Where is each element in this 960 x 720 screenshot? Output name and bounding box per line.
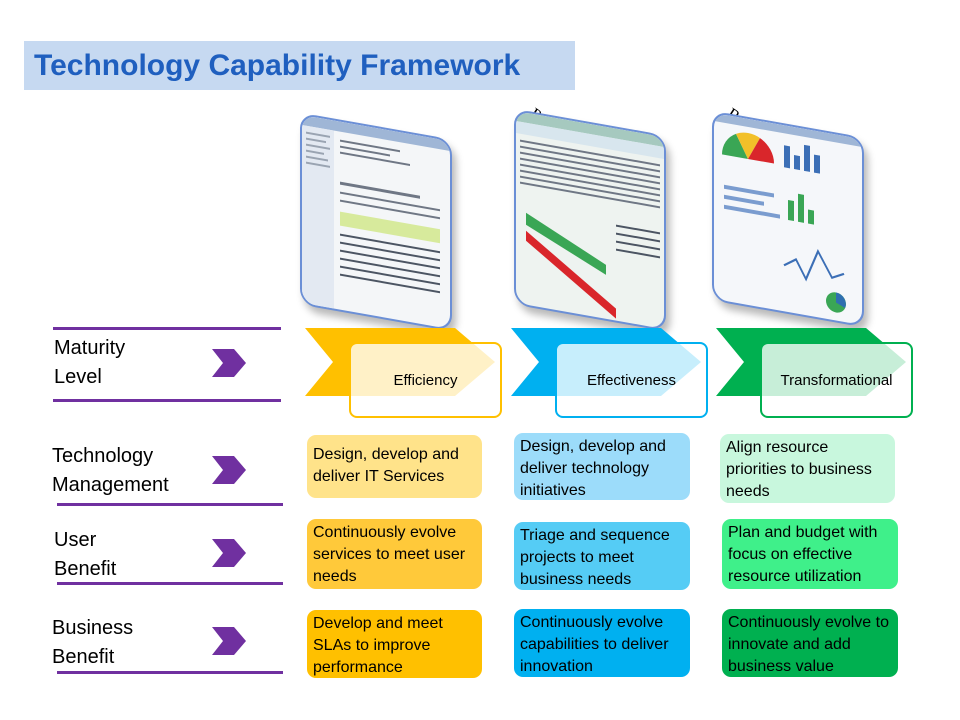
cell-user-benefit-project: Triage and sequence projects to meet bus…: [514, 522, 690, 590]
divider-line: [57, 503, 283, 506]
level-transformational: Transformational: [760, 342, 913, 418]
row-label-user-benefit: User Benefit: [54, 529, 117, 580]
chevron-right-icon: [212, 349, 246, 377]
cell-business-benefit-project: Continuously evolve capabilities to deli…: [514, 609, 690, 677]
chevron-right-icon: [212, 627, 246, 655]
service-screenshot-thumbnail: [300, 112, 452, 332]
cell-user-benefit-resource: Plan and budget with focus on effective …: [722, 519, 898, 589]
divider-line: [57, 582, 283, 585]
row-label-technology-management: Technology Management: [52, 445, 169, 496]
cell-technology-management-service: Design, develop and deliver IT Services: [307, 435, 482, 498]
divider-line: [53, 399, 281, 402]
row-label-maturity-level: Maturity Level: [54, 337, 126, 388]
page-title: Technology Capability Framework: [34, 48, 521, 82]
cell-business-benefit-service: Develop and meet SLAs to improve perform…: [307, 610, 482, 678]
cell-technology-management-resource: Align resource priorities to business ne…: [720, 434, 895, 503]
resource-screenshot-thumbnail: [712, 110, 864, 328]
project-screenshot-thumbnail: [514, 108, 666, 332]
divider-line: [57, 671, 283, 674]
cell-business-benefit-resource: Continuously evolve to innovate and add …: [722, 609, 898, 677]
level-effectiveness: Effectiveness: [555, 342, 708, 418]
divider-line: [53, 327, 281, 330]
title-banner: Technology Capability Framework: [24, 41, 575, 90]
level-efficiency: Efficiency: [349, 342, 502, 418]
cell-technology-management-project: Design, develop and deliver technology i…: [514, 433, 690, 500]
row-label-business-benefit: Business Benefit: [52, 617, 134, 668]
chevron-right-icon: [212, 539, 246, 567]
chevron-right-icon: [212, 456, 246, 484]
cell-user-benefit-service: Continuously evolve services to meet use…: [307, 519, 482, 589]
